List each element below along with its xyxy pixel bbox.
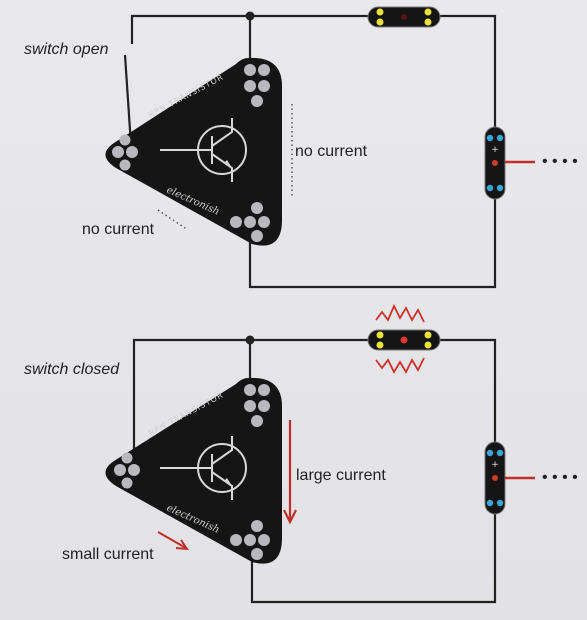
top-wire-continuation: • • • • [542,153,578,170]
top-led-module [367,6,441,28]
bottom-battery-module: + [484,441,535,515]
top-bottom-label: no current [82,221,155,238]
bottom-switch-label: switch closed [24,361,120,378]
top-switch-label: switch open [24,41,109,58]
top-circuit: NPN TRANSISTOR electronish + • • • • swi… [24,6,578,289]
svg-text:+: + [491,460,499,470]
top-wire-upper [130,14,497,130]
bottom-junction-dot [245,335,255,345]
glow-burst-icon [375,303,425,374]
top-right-label: no current [295,143,368,160]
top-battery-module: + [484,126,535,200]
bottom-right-label: large current [296,467,386,484]
current-arrow-icon [283,420,297,525]
small-current-arrow-icon [157,531,189,551]
top-wire-lower [248,198,497,289]
top-base-no-current-indicator [157,209,189,231]
bottom-wire-upper [132,338,497,445]
bottom-wire-lower [250,512,497,604]
top-junction-dot [245,11,255,21]
bottom-npn-transistor-board: NPN TRANSISTOR electronish [105,377,282,564]
bottom-circuit: NPN TRANSISTOR electronish + • • • • [24,303,578,604]
bottom-wire-continuation: • • • • [542,469,578,486]
top-npn-transistor-board: NPN TRANSISTOR electronish [105,57,282,246]
bottom-led-module [367,329,441,351]
svg-text:+: + [491,145,499,155]
bottom-bottom-label: small current [62,546,154,563]
